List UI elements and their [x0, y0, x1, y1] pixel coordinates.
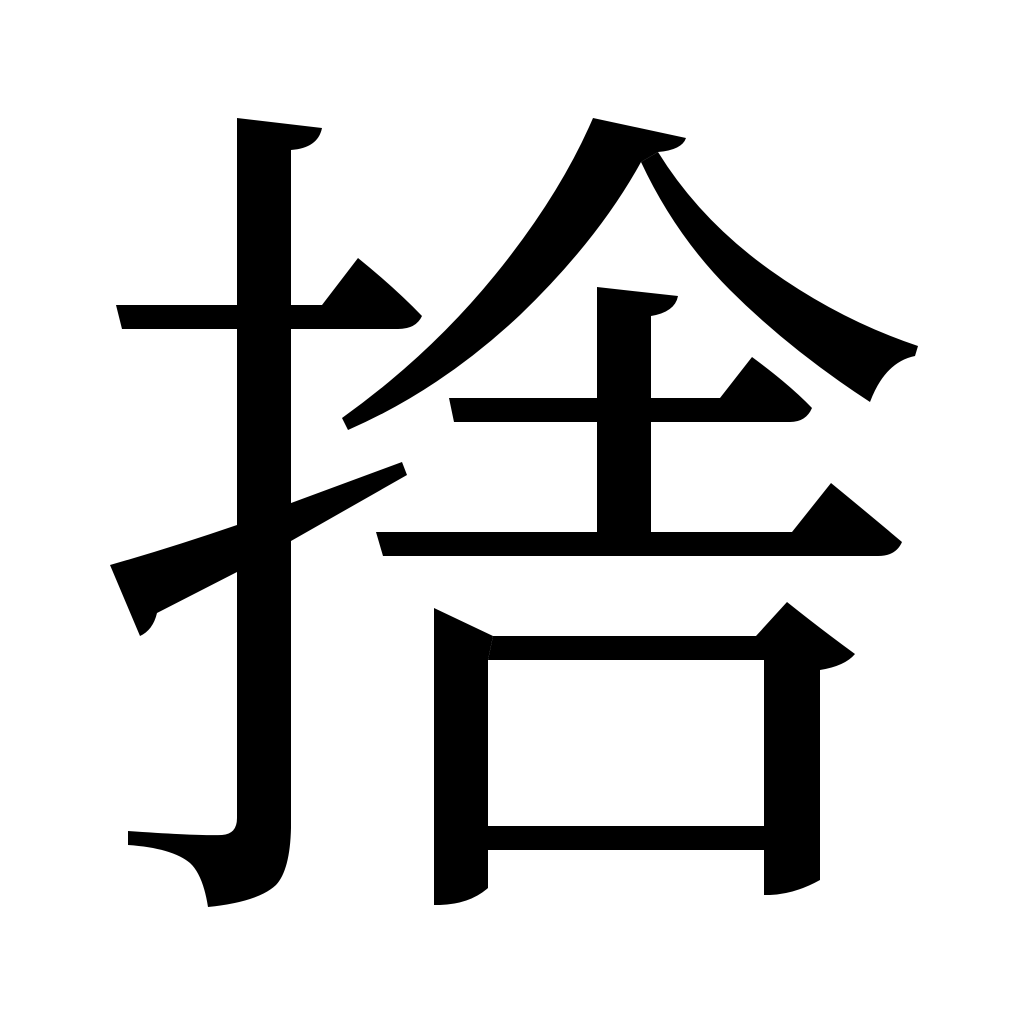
- radical-vertical-stroke: [128, 118, 322, 907]
- mouth-bottom-horizontal: [488, 826, 764, 850]
- radical-horizontal-stroke: [116, 258, 422, 329]
- radical-rising-stroke: [110, 462, 407, 636]
- mouth-left-vertical: [434, 608, 493, 905]
- earth-bottom-horizontal: [376, 483, 902, 556]
- earth-vertical: [597, 287, 678, 532]
- roof-left-stroke: [342, 118, 686, 430]
- roof-right-stroke: [641, 152, 918, 402]
- earth-top-horizontal: [449, 357, 812, 422]
- mouth-top-right: [488, 602, 855, 895]
